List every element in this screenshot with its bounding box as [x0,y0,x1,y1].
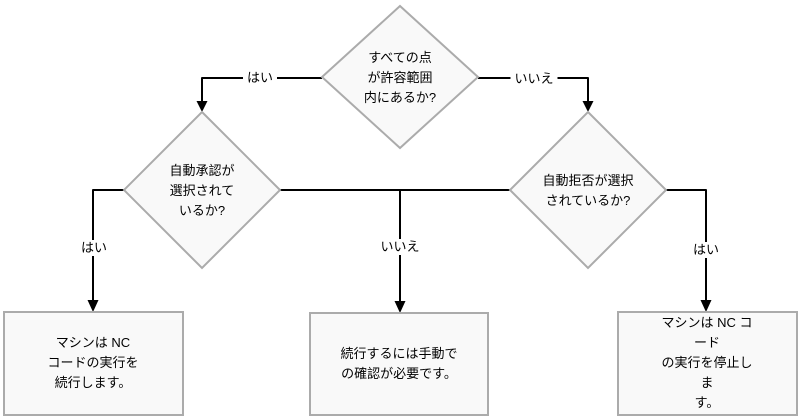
arrowhead-top-to-right [582,101,594,112]
decision-auto-approve-text: 自動承認が 選択されて いるか? [169,163,235,218]
edge-label-middle-no: いいえ [376,239,424,255]
arrowhead-left-yes [87,300,99,312]
decision-all-points-shape [320,4,480,150]
arrowhead-top-to-left [196,101,208,112]
process-manual-text: 続行するには手動で の確認が必要です。 [340,346,458,381]
decision-auto-reject-text: 自動拒否が選択 されているか? [542,173,634,208]
edge-label-right-yes: はい [688,242,724,258]
process-manual-shape [309,312,489,416]
arrowhead-middle-no [394,301,406,313]
edge-left-yes [92,189,124,302]
edge-label-top-yes: はい [242,70,278,86]
process-continue-shape [3,311,184,416]
edge-top-to-left [201,77,322,103]
decision-auto-reject-shape [508,110,668,270]
arrowhead-right-yes [700,300,712,312]
edge-label-top-no: いいえ [510,71,558,87]
process-stop-shape [617,311,798,416]
edge-label-left-yes: はい [76,240,112,256]
process-continue-text: マシンは NC コードの実行を 続行します。 [47,335,139,390]
decision-auto-approve-shape [122,110,282,270]
edge-right-yes [666,189,707,302]
decision-all-points-text: すべての点 が許容範囲 内にあるか? [363,50,437,105]
process-stop-text: マシンは NC コード の実行を停止しま す。 [661,315,753,410]
